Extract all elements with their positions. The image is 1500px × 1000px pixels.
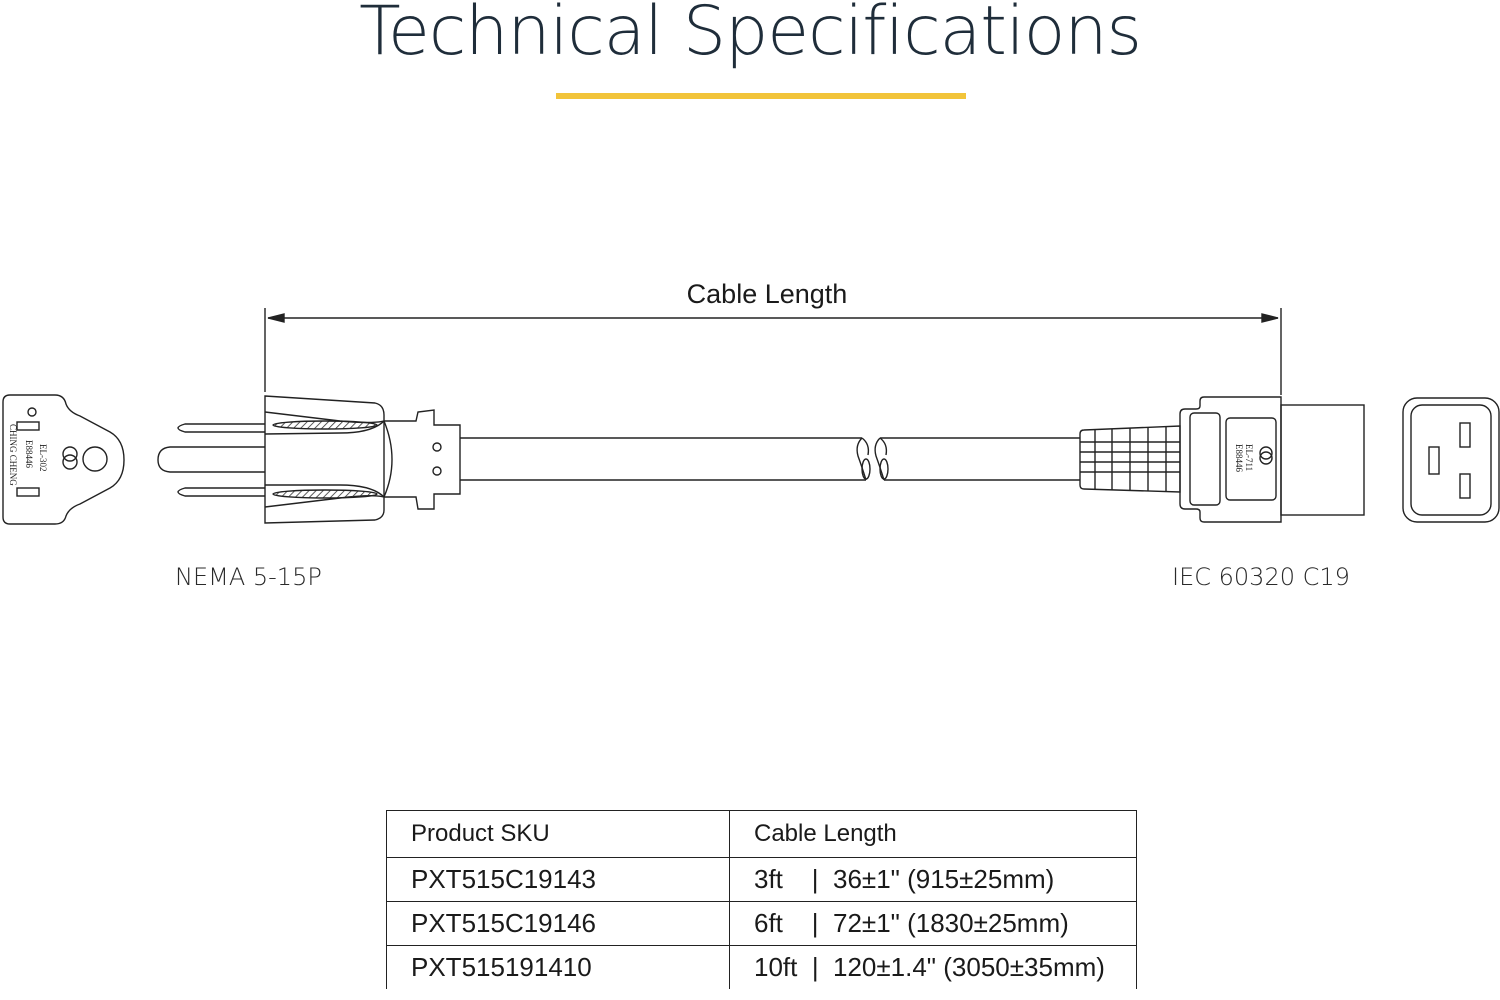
dimension-line (264, 308, 1282, 395)
c19-face-icon (1402, 397, 1500, 523)
svg-text:E88446: E88446 (1234, 444, 1244, 472)
table-header-row: Product SKU Cable Length (386, 810, 1137, 858)
cable-length-dimension-label: Cable Length (686, 279, 848, 309)
column-header-sku: Product SKU (386, 810, 730, 858)
length-cell: 10ft | 120±1.4" (3050±35mm) (729, 945, 1137, 989)
table-row: PXT515C19146 6ft | 72±1" (1830±25mm) (386, 901, 1137, 946)
svg-text:EL-302: EL-302 (38, 444, 48, 472)
cable (460, 437, 1080, 481)
length-cell: 3ft | 36±1" (915±25mm) (729, 857, 1137, 902)
nema-5-15p-plug-icon (157, 395, 461, 524)
right-connector-label: IEC 60320 C19 (1172, 563, 1350, 591)
sku-cell: PXT515C19146 (386, 901, 730, 946)
svg-text:CHING CHENG: CHING CHENG (8, 424, 18, 486)
svg-text:EL-711: EL-711 (1244, 444, 1254, 471)
length-cell: 6ft | 72±1" (1830±25mm) (729, 901, 1137, 946)
page-title: Technical Specifications (359, 0, 1142, 71)
sku-cell: PXT515191410 (386, 945, 730, 989)
table-row: PXT515C19143 3ft | 36±1" (915±25mm) (386, 857, 1137, 902)
c19-connector-icon: EL-711 E88446 (1079, 396, 1365, 523)
column-header-length: Cable Length (729, 810, 1137, 858)
sku-cell: PXT515C19143 (386, 857, 730, 902)
left-connector-label: NEMA 5-15P (175, 563, 322, 591)
title-accent-underline (556, 93, 966, 99)
nema-5-15p-face-icon: EL-302 E88446 CHING CHENG (2, 394, 125, 525)
spec-table: Product SKU Cable Length PXT515C19143 3f… (386, 810, 1137, 989)
svg-text:E88446: E88446 (24, 440, 34, 468)
cable-diagram: EL-302 E88446 CHING CHENG (2, 308, 1500, 525)
table-row: PXT515191410 10ft | 120±1.4" (3050±35mm) (386, 945, 1137, 989)
